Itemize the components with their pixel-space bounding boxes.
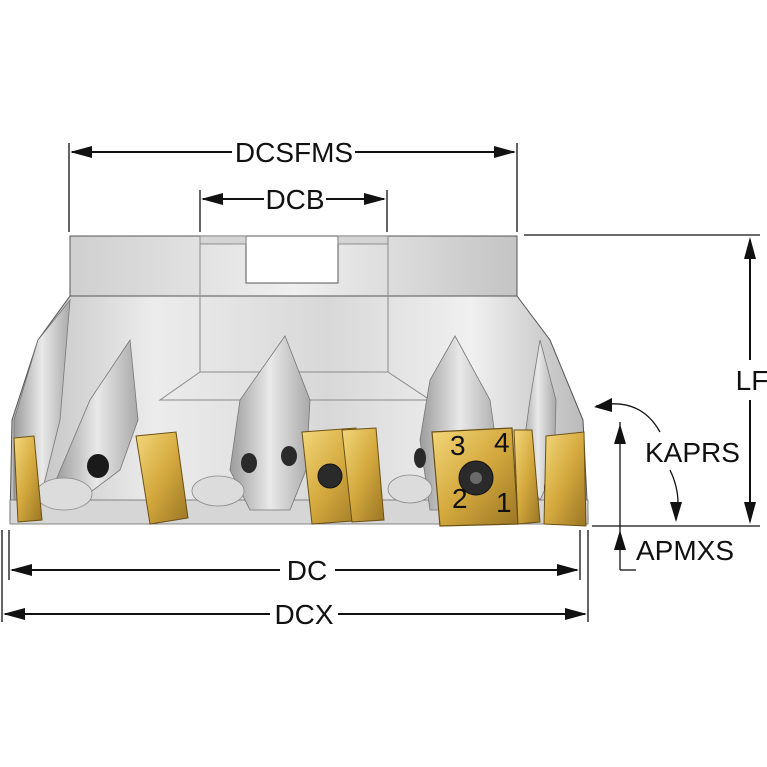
insert-marking: 4 [494,427,510,458]
insert [13,435,43,523]
coolant-hole [281,446,297,466]
dcsfms-label: DCSFMS [235,137,353,168]
apmxs-label: APMXS [636,535,734,566]
insert-marking: 2 [452,483,468,514]
insert-marked: 3 4 2 1 [431,427,541,527]
insert [543,431,587,527]
chip-flutes [13,298,562,511]
insert-screw [317,463,343,489]
dimension-lf: LF [524,234,767,527]
dc-label: DC [287,555,327,586]
keyway-slot [245,235,339,284]
coolant-hole [241,453,257,473]
lf-label: LF [736,365,767,396]
dimension-kaprs: KAPRS [594,398,740,570]
inserts: 3 4 2 1 [13,427,587,527]
coolant-hole [414,448,426,468]
insert-marking: 3 [450,430,466,461]
dimension-dcsfms: DCSFMS [68,137,518,232]
dimension-dcb: DCB [199,184,388,232]
dimension-dc: DC [8,530,581,586]
coolant-hole [87,454,109,478]
dcb-label: DCB [265,184,324,215]
dimension-apmxs: APMXS [614,530,734,571]
insert [135,431,189,525]
insert-marking: 1 [496,487,512,518]
kaprs-label: KAPRS [645,437,740,468]
dcx-label: DCX [274,599,333,630]
dimension-dcx: DCX [1,530,589,630]
